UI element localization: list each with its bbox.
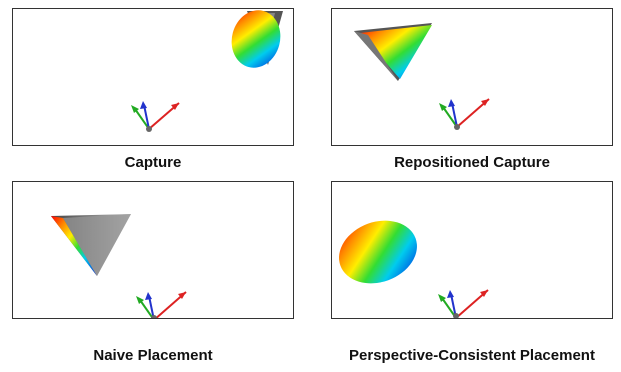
coordinate-axes [439,98,490,130]
caption-capture: Capture [124,154,182,171]
scene-perspective [339,220,489,318]
image-plane [51,216,97,276]
coordinate-axes [438,289,489,318]
scene-capture [131,10,283,132]
scene-naive [51,214,187,318]
image-plane [339,220,417,284]
image-plane [360,25,432,79]
panel-capture [12,8,294,146]
panel-naive [12,181,294,319]
coordinate-axes [131,101,180,132]
panel-repositioned [331,8,613,146]
coordinate-axes [136,291,187,318]
caption-repositioned: Repositioned Capture [394,154,550,171]
camera-frustum [51,214,131,276]
scene-repositioned [354,23,490,130]
panel-perspective [331,181,613,319]
camera-frustum [339,220,417,284]
camera-frustum [354,23,432,81]
caption-perspective: Perspective-Consistent Placement [349,347,595,364]
caption-naive: Naive Placement [93,347,213,364]
camera-frustum [231,10,283,68]
image-plane [231,10,281,68]
